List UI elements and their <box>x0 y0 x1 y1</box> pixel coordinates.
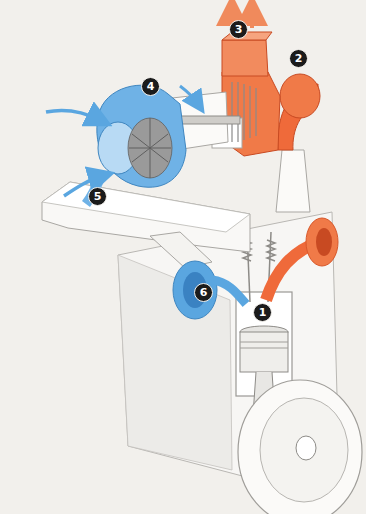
callout-number: 4 <box>141 77 160 96</box>
callout-number: 1 <box>253 303 272 322</box>
callout-number: 2 <box>289 49 308 68</box>
callout-number: 6 <box>194 283 213 302</box>
callout-number: 5 <box>88 187 107 206</box>
callout-number: 3 <box>229 20 248 39</box>
